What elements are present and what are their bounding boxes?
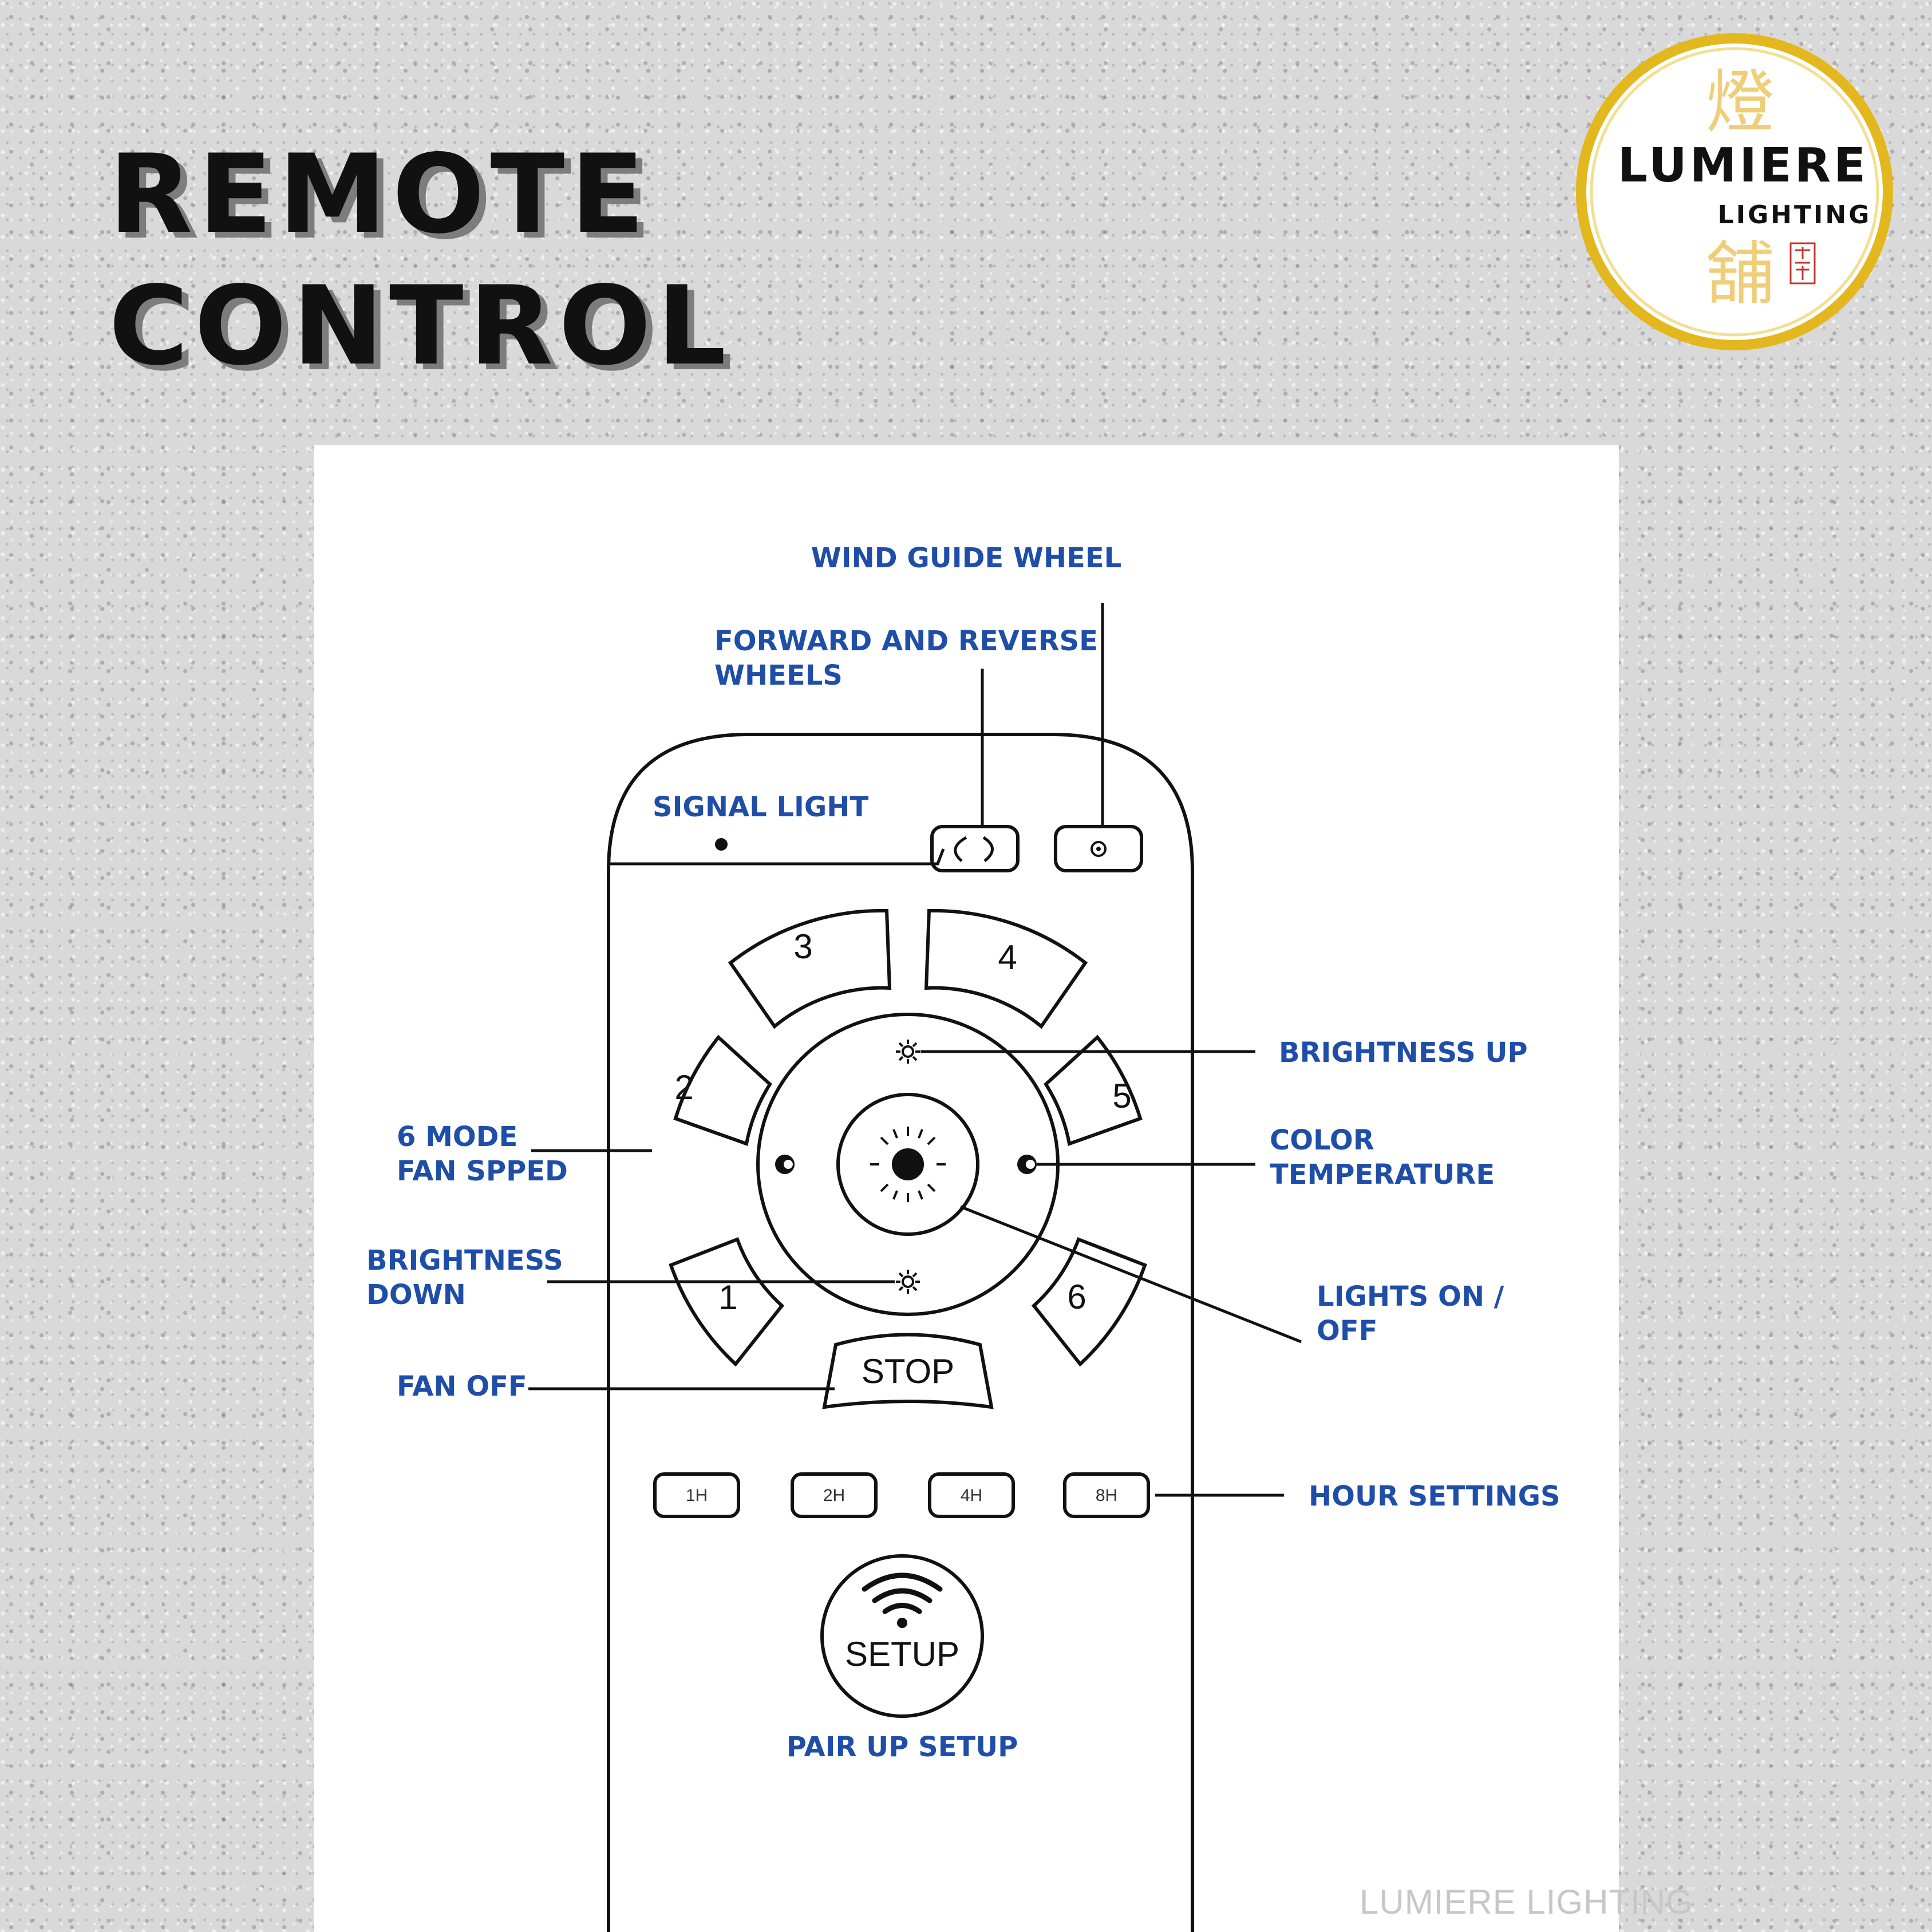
label-signal-light: SIGNAL LIGHT [653, 791, 868, 823]
reverse-button[interactable] [930, 825, 1020, 872]
timer-8h-label: 8H [1096, 1486, 1117, 1505]
brightness-down-icon [896, 1270, 920, 1294]
label-brightness-down-line1: BRIGHTNESS [366, 1244, 563, 1277]
label-brightness-up: BRIGHTNESS UP [1279, 1037, 1528, 1069]
label-fan-off: FAN OFF [397, 1370, 527, 1402]
stop-button[interactable] [822, 1333, 994, 1409]
heading-line-2: CONTROL [109, 263, 732, 389]
label-lights-line1: LIGHTS ON / [1317, 1281, 1504, 1313]
timer-4h-label: 4H [961, 1486, 982, 1505]
timer-8h-button[interactable]: 8H [1063, 1472, 1150, 1518]
timer-2h-button[interactable]: 2H [791, 1472, 878, 1518]
watermark: LUMIERE LIGHTING [1360, 1883, 1693, 1921]
remote-diagram-panel: 3 4 2 5 1 6 STOP [314, 445, 1619, 1932]
timer-2h-label: 2H [823, 1486, 845, 1505]
callout-leader-lines [528, 603, 1302, 1497]
setup-button[interactable]: SETUP [820, 1554, 984, 1718]
label-color-temp-line2: TEMPERATURE [1270, 1159, 1495, 1191]
speed-2-button[interactable] [673, 1034, 772, 1147]
heading-line-1: REMOTE [109, 131, 651, 258]
logo-chinese-bottom: 舖 [1706, 235, 1775, 314]
color-temp-cool-button[interactable] [1017, 1155, 1037, 1174]
speed-3-label: 3 [793, 927, 812, 966]
page-heading: REMOTE CONTROL [109, 129, 732, 392]
speed-4-label: 4 [998, 938, 1017, 977]
timer-1h-button[interactable]: 1H [653, 1472, 740, 1518]
light-power-icon [870, 1127, 946, 1202]
setup-label: SETUP [845, 1635, 959, 1673]
label-fan-speed-line2: FAN SPPED [397, 1155, 568, 1187]
logo-chinese-top: 燈 [1706, 63, 1775, 143]
label-wind-guide-wheel: WIND GUIDE WHEEL [811, 542, 1121, 574]
logo-ring [1576, 33, 1893, 350]
speed-4-button[interactable] [924, 908, 1088, 1029]
logo-subtitle: LIGHTING [1718, 200, 1872, 230]
speed-2-label: 2 [674, 1068, 693, 1107]
logo-wordmark: LUMIERE [1618, 139, 1868, 193]
brightness-up-button[interactable] [896, 1040, 920, 1064]
brand-logo: 燈 舖 LUMIERE LIGHTING [1576, 33, 1893, 350]
brightness-down-button[interactable] [896, 1270, 920, 1294]
remote-diagram: 3 4 2 5 1 6 STOP [366, 542, 1560, 1932]
speed-6-label: 6 [1067, 1278, 1086, 1316]
label-forward-reverse-line1: FORWARD AND REVERSE [714, 625, 1098, 657]
reverse-arrows-icon [954, 836, 994, 862]
wind-guide-button[interactable] [1054, 825, 1143, 872]
timer-1h-label: 1H [686, 1486, 708, 1505]
brightness-up-icon [896, 1040, 920, 1064]
light-power-button[interactable] [836, 1093, 979, 1236]
label-pair-up-setup: PAIR UP SETUP [787, 1731, 1018, 1763]
label-forward-reverse-line2: WHEELS [714, 659, 843, 692]
signal-light-indicator [715, 838, 728, 851]
wind-guide-icon [1091, 841, 1107, 857]
stop-label: STOP [862, 1352, 954, 1390]
timer-4h-button[interactable]: 4H [928, 1472, 1015, 1518]
label-brightness-down-line2: DOWN [366, 1279, 466, 1311]
label-fan-speed-line1: 6 MODE [397, 1121, 517, 1153]
speed-5-label: 5 [1112, 1077, 1131, 1115]
speed-1-label: 1 [718, 1278, 737, 1317]
wifi-icon [862, 1573, 943, 1614]
label-hour-settings: HOUR SETTINGS [1309, 1480, 1560, 1512]
speed-6-button[interactable] [1031, 1237, 1147, 1367]
label-color-temp-line1: COLOR [1270, 1124, 1374, 1156]
label-lights-line2: OFF [1317, 1315, 1377, 1347]
speed-3-button[interactable] [728, 908, 892, 1029]
color-temp-warm-button[interactable] [775, 1155, 795, 1174]
remote-body [607, 733, 1194, 1932]
logo-seal-icon [1789, 242, 1816, 285]
